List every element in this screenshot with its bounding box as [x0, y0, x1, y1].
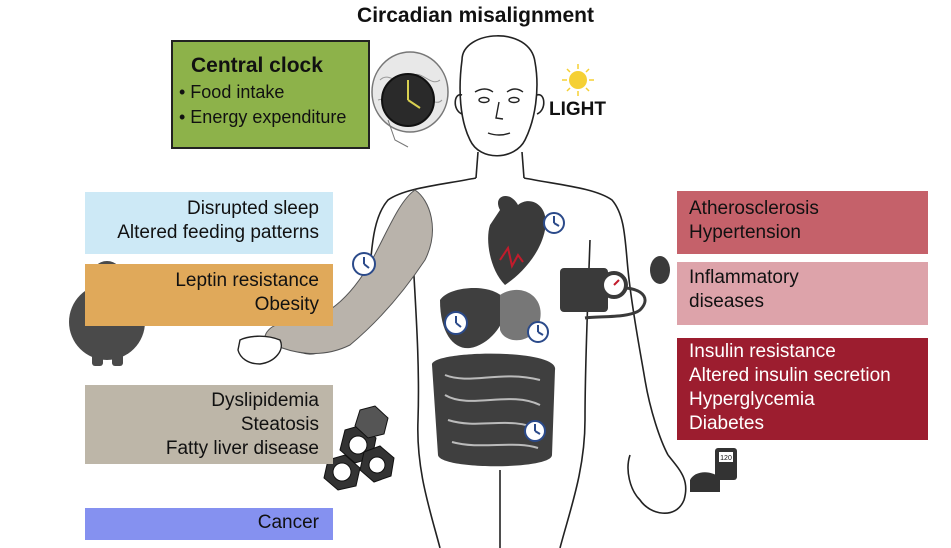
box-line: Hyperglycemia	[689, 389, 815, 410]
fat-cells-icon	[323, 405, 395, 491]
box-line: Diabetes	[689, 413, 764, 434]
right-box-cardio: Atherosclerosis Hypertension	[677, 191, 928, 254]
right-box-inflammatory: Inflammatory diseases	[677, 262, 928, 325]
left-box-cancer: Cancer	[85, 508, 333, 540]
blood-pressure-cuff-icon	[560, 256, 670, 320]
clock-icon	[352, 212, 565, 442]
box-line: Steatosis	[240, 414, 319, 435]
box-line: Hypertension	[689, 222, 801, 243]
box-line: Altered insulin secretion	[689, 365, 891, 386]
left-box-obesity: Leptin resistance Obesity	[85, 264, 333, 326]
glucometer-display-text: 120	[720, 455, 732, 462]
sun-icon	[562, 64, 594, 96]
central-clock-box: Central clock • Food intake • Energy exp…	[171, 40, 370, 149]
left-box-liver: Dyslipidemia Steatosis Fatty liver disea…	[85, 385, 333, 464]
light-label: LIGHT	[549, 99, 606, 120]
central-clock-bullet: • Food intake	[179, 82, 285, 102]
box-line: Disrupted sleep	[186, 198, 319, 219]
box-line: Dyslipidemia	[211, 390, 319, 411]
box-line: Inflammatory	[689, 267, 799, 288]
box-line: Atherosclerosis	[689, 198, 819, 219]
box-line: Leptin resistance	[175, 270, 319, 291]
right-box-diabetes: Insulin resistance Altered insulin secre…	[677, 338, 928, 440]
central-clock-bullet: • Energy expenditure	[179, 107, 347, 127]
box-line: Obesity	[254, 294, 319, 315]
box-line: Fatty liver disease	[165, 438, 319, 459]
box-line: Altered feeding patterns	[117, 222, 319, 243]
diagram-title: Circadian misalignment	[357, 4, 594, 27]
box-line: Cancer	[257, 512, 319, 533]
organs	[431, 195, 556, 467]
face	[474, 88, 524, 136]
box-line: diseases	[689, 291, 764, 312]
glucometer-icon: 120	[690, 448, 737, 492]
central-clock-heading: Central clock	[191, 54, 323, 77]
box-line: Insulin resistance	[689, 341, 836, 362]
left-box-sleep: Disrupted sleep Altered feeding patterns	[85, 192, 333, 254]
brain-clock-icon	[371, 51, 449, 148]
